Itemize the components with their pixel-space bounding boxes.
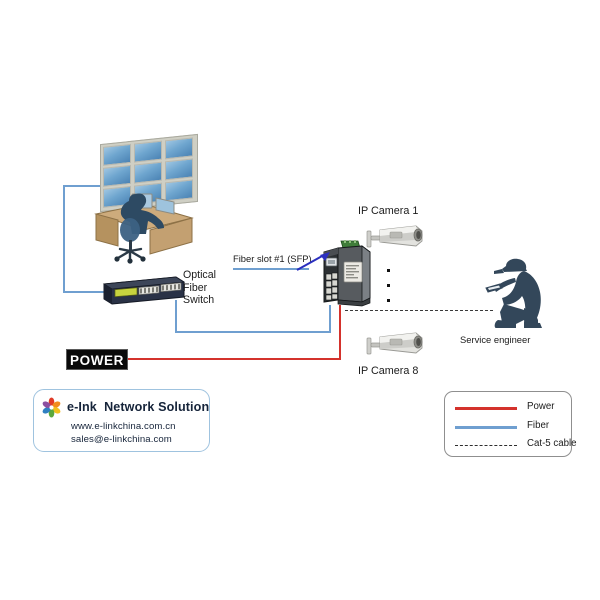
legend-item-power: Power [455,401,563,415]
ellipsis-dot-2 [386,283,391,288]
fiber-line-ind-up [329,305,332,333]
ellipsis-dot-1 [386,268,391,273]
power-line-vertical [339,305,342,360]
monitor-r1c1 [103,143,131,166]
camera-ellipsis-dots [386,268,394,310]
brand-box: e-Ink Network Solution www.e-linkchina.c… [33,389,210,452]
ip-camera-1-icon [366,225,423,248]
monitor-r2c3 [165,158,193,181]
fiber-slot-label: Fiber slot #1 (SFP) [233,253,312,264]
monitor-r2c1 [103,164,131,187]
rackmount-switch [102,276,185,305]
fiber-line-rack-down [175,300,178,333]
legend-swatch-fiber [455,426,517,429]
monitor-r1c2 [134,140,162,163]
legend-item-cat5: Cat-5 cable [455,438,577,452]
monitor-r2c2 [134,161,162,184]
industrial-din-switch [323,240,371,307]
brand-title: e-Ink Network Solution [67,400,210,414]
service-engineer-label: Service engineer [460,334,531,345]
fiber-line-horizontal [175,331,331,334]
monitor-r1c3 [165,137,193,160]
legend-label-power: Power [527,401,555,412]
cat5-line-to-engineer [345,310,493,311]
power-line-horizontal [126,358,341,361]
power-badge: POWER [66,349,128,370]
ip-camera-8-label: IP Camera 8 [358,365,419,377]
fiber-line-wall-vertical [63,185,66,293]
legend-swatch-power [455,407,517,410]
fiber-line-wall-bottom [63,291,105,294]
legend-box: Power Fiber Cat-5 cable [444,391,577,457]
ellipsis-dot-3 [386,298,391,303]
brand-website: www.e-linkchina.com.cn [71,421,176,432]
ip-camera-1-label: IP Camera 1 [358,205,419,217]
legend-label-fiber: Fiber [527,420,550,431]
fiber-line-wall-top [63,185,113,188]
operator-workstation [94,193,194,264]
legend-item-fiber: Fiber [455,420,563,434]
service-engineer-silhouette [485,258,542,328]
fiber-slot-arrow-icon [296,252,330,271]
optical-fiber-switch-label: Optical Fiber Switch [183,269,216,306]
brand-email: sales@e-linkchina.com [71,434,172,445]
legend-swatch-cat5 [455,445,517,446]
fiber-slot-underline [233,268,309,271]
pinwheel-logo-icon [42,397,61,418]
ip-camera-8-icon [366,332,423,355]
legend-label-cat5: Cat-5 cable [527,438,577,449]
